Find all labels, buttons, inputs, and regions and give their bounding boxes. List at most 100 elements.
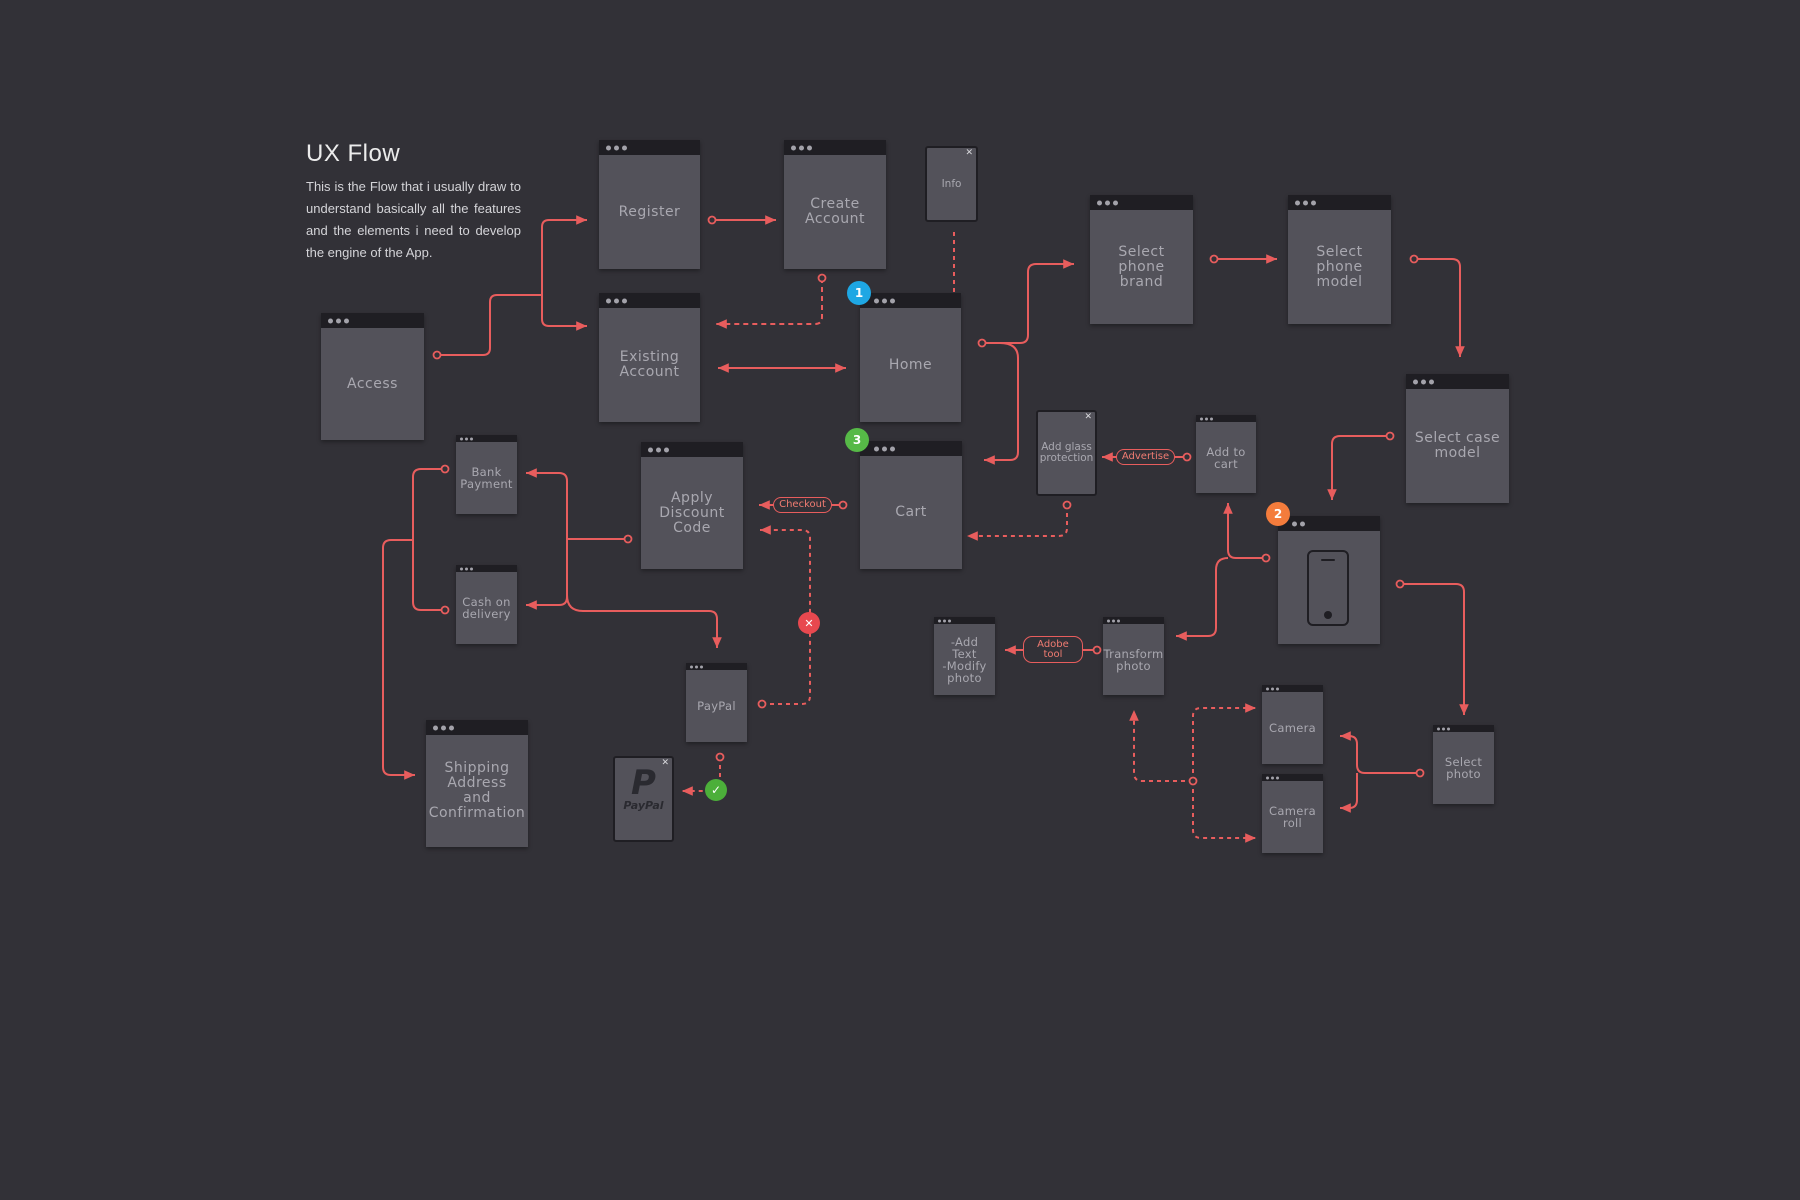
connector-to-bank bbox=[526, 468, 568, 601]
screen-select-photo[interactable]: Select photo bbox=[1433, 725, 1494, 804]
screen-camera-roll[interactable]: Camera roll bbox=[1262, 774, 1323, 853]
window-bar bbox=[1090, 195, 1193, 210]
window-dots-icon bbox=[1097, 200, 1118, 205]
connector-dot bbox=[623, 534, 633, 544]
connector-dot bbox=[440, 464, 450, 474]
window-dots-icon bbox=[874, 298, 895, 303]
screen-apply-discount[interactable]: Apply Discount Code bbox=[641, 442, 743, 569]
window-dots-icon bbox=[460, 437, 473, 440]
window-bar bbox=[1262, 685, 1323, 692]
connector-dot bbox=[432, 350, 442, 360]
window-bar bbox=[321, 313, 424, 328]
connector-case-phone bbox=[1327, 435, 1390, 500]
window-bar bbox=[641, 442, 743, 457]
connector-dot bbox=[1188, 776, 1198, 786]
popup-info[interactable]: ✕ Info bbox=[925, 146, 978, 222]
window-dots-icon bbox=[1413, 379, 1434, 384]
connector-dot bbox=[977, 338, 987, 348]
connector-camera-transform bbox=[1192, 703, 1256, 781]
screen-add-to-cart[interactable]: Add to cart bbox=[1196, 415, 1256, 493]
window-bar bbox=[1278, 516, 1380, 531]
screen-register[interactable]: Register bbox=[599, 140, 700, 269]
screen-home[interactable]: Home bbox=[860, 293, 961, 422]
connector-home-brand bbox=[982, 259, 1074, 344]
screen-transform-photo[interactable]: Transform photo bbox=[1103, 617, 1164, 695]
screen-label: Add to cart bbox=[1206, 444, 1246, 471]
screen-cash-on-delivery[interactable]: Cash on delivery bbox=[456, 565, 517, 644]
screen-phone-preview[interactable] bbox=[1278, 516, 1380, 644]
window-dots-icon bbox=[1295, 200, 1316, 205]
smartphone-icon bbox=[1307, 550, 1349, 626]
popup-paypal-login[interactable]: ✕ P PayPal bbox=[613, 756, 674, 842]
paypal-logo: P PayPal bbox=[623, 763, 664, 812]
window-dots-icon bbox=[1200, 417, 1213, 420]
window-bar bbox=[599, 140, 700, 155]
connector-phone-selectphoto bbox=[1400, 583, 1469, 715]
connector-access-split bbox=[437, 294, 542, 356]
connector-transform-back bbox=[1129, 710, 1193, 782]
close-icon[interactable]: ✕ bbox=[1084, 412, 1092, 422]
connector-dot bbox=[1409, 254, 1419, 264]
connector-dot bbox=[1182, 452, 1192, 462]
screen-label: Access bbox=[347, 375, 398, 392]
screen-label: Camera roll bbox=[1269, 804, 1316, 830]
connector-to-register bbox=[541, 215, 587, 295]
screen-shipping[interactable]: Shipping Address and Confirmation bbox=[426, 720, 528, 847]
window-dots-icon bbox=[874, 446, 895, 451]
connector-to-paypal bbox=[566, 594, 722, 648]
screen-label: Cash on delivery bbox=[462, 595, 511, 621]
window-bar bbox=[456, 565, 517, 572]
window-bar bbox=[1262, 774, 1323, 781]
connector-selectphoto-roll bbox=[1340, 773, 1358, 813]
screen-existing-account[interactable]: Existing Account bbox=[599, 293, 700, 422]
close-icon[interactable]: ✕ bbox=[661, 758, 669, 768]
connector-home-cart bbox=[984, 342, 1019, 465]
check-icon: ✓ bbox=[705, 779, 727, 801]
screen-paypal[interactable]: PayPal bbox=[686, 663, 747, 742]
screen-label: Camera bbox=[1269, 721, 1316, 735]
connector-dot bbox=[1092, 645, 1102, 655]
badge-step-1: 1 bbox=[847, 281, 871, 305]
connector-dot bbox=[440, 605, 450, 615]
screen-create-account[interactable]: Create Account bbox=[784, 140, 886, 269]
popup-glass-protection[interactable]: ✕ Add glass protection bbox=[1036, 410, 1097, 496]
window-bar bbox=[860, 293, 961, 308]
screen-access[interactable]: Access bbox=[321, 313, 424, 440]
badge-step-3: 3 bbox=[845, 428, 869, 452]
screen-label: Create Account bbox=[804, 196, 866, 227]
screen-add-text[interactable]: -Add Text -Modify photo bbox=[934, 617, 995, 695]
window-bar bbox=[1103, 617, 1164, 624]
screen-camera[interactable]: Camera bbox=[1262, 685, 1323, 764]
screen-label: Home bbox=[888, 356, 933, 373]
screen-select-model[interactable]: Select phone model bbox=[1288, 195, 1391, 324]
window-bar bbox=[860, 441, 962, 456]
screen-label: -Add Text -Modify photo bbox=[942, 634, 987, 685]
screen-select-brand[interactable]: Select phone brand bbox=[1090, 195, 1193, 324]
window-bar bbox=[784, 140, 886, 155]
window-dots-icon bbox=[328, 318, 349, 323]
window-bar bbox=[456, 435, 517, 442]
pill-advertise: Advertise bbox=[1116, 449, 1175, 465]
window-dots-icon bbox=[791, 145, 812, 150]
badge-step-2: 2 bbox=[1266, 502, 1290, 526]
screen-select-case[interactable]: Select case model bbox=[1406, 374, 1509, 503]
window-bar bbox=[686, 663, 747, 670]
connector-to-shipping bbox=[382, 539, 415, 780]
window-dots-icon bbox=[648, 447, 669, 452]
screen-bank-payment[interactable]: Bank Payment bbox=[456, 435, 517, 514]
popup-label: Info bbox=[941, 177, 962, 190]
screen-label: Cart bbox=[895, 504, 927, 520]
screen-label: Existing Account bbox=[619, 349, 680, 380]
screen-label: Select phone model bbox=[1316, 243, 1363, 290]
connector-glass-cart bbox=[967, 505, 1068, 541]
window-bar bbox=[599, 293, 700, 308]
connector-dot bbox=[1261, 553, 1271, 563]
connector-dot bbox=[1062, 500, 1072, 510]
screen-label: Register bbox=[618, 203, 681, 220]
connector-phone-addtocart bbox=[1223, 502, 1266, 559]
screen-cart[interactable]: Cart bbox=[860, 441, 962, 569]
connector-create-existing bbox=[716, 278, 823, 329]
window-bar bbox=[934, 617, 995, 624]
close-icon[interactable]: ✕ bbox=[965, 148, 973, 158]
